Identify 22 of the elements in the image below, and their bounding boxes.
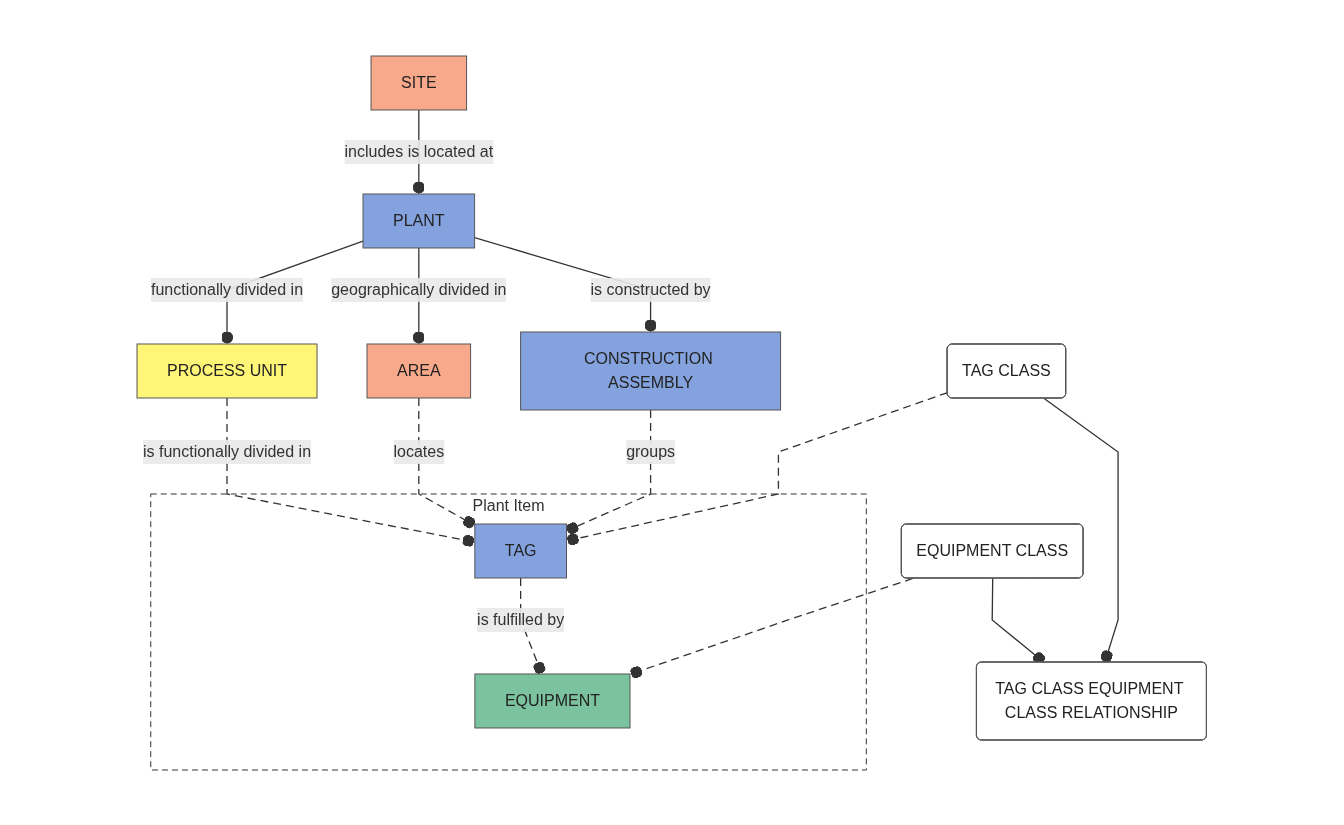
connector — [418, 396, 476, 528]
connector — [566, 391, 949, 545]
edge-label: geographically divided in — [331, 280, 507, 298]
edge-label: is fulfilled by — [477, 610, 565, 628]
node-box: SITE — [370, 55, 468, 110]
connector — [566, 408, 652, 534]
node-box: PROCESS UNIT — [136, 343, 318, 398]
edge-label: functionally divided in — [151, 280, 304, 298]
edge-label: is constructed by — [590, 280, 711, 298]
edge-label: groups — [626, 442, 676, 460]
edge-label: is functionally divided in — [143, 442, 312, 460]
node-box: EQUIPMENT — [474, 673, 631, 728]
connector — [1043, 397, 1119, 663]
edge-label: locates — [393, 442, 445, 460]
node-box: CONSTRUCTION ASSEMBLY — [520, 331, 782, 410]
connector — [226, 396, 476, 547]
node-box: TAG — [474, 523, 568, 578]
edge-label: includes is located at — [344, 142, 494, 160]
node-box: PLANT — [362, 193, 476, 248]
connector — [520, 576, 546, 675]
connector — [629, 577, 914, 678]
node-box: AREA — [366, 343, 472, 398]
